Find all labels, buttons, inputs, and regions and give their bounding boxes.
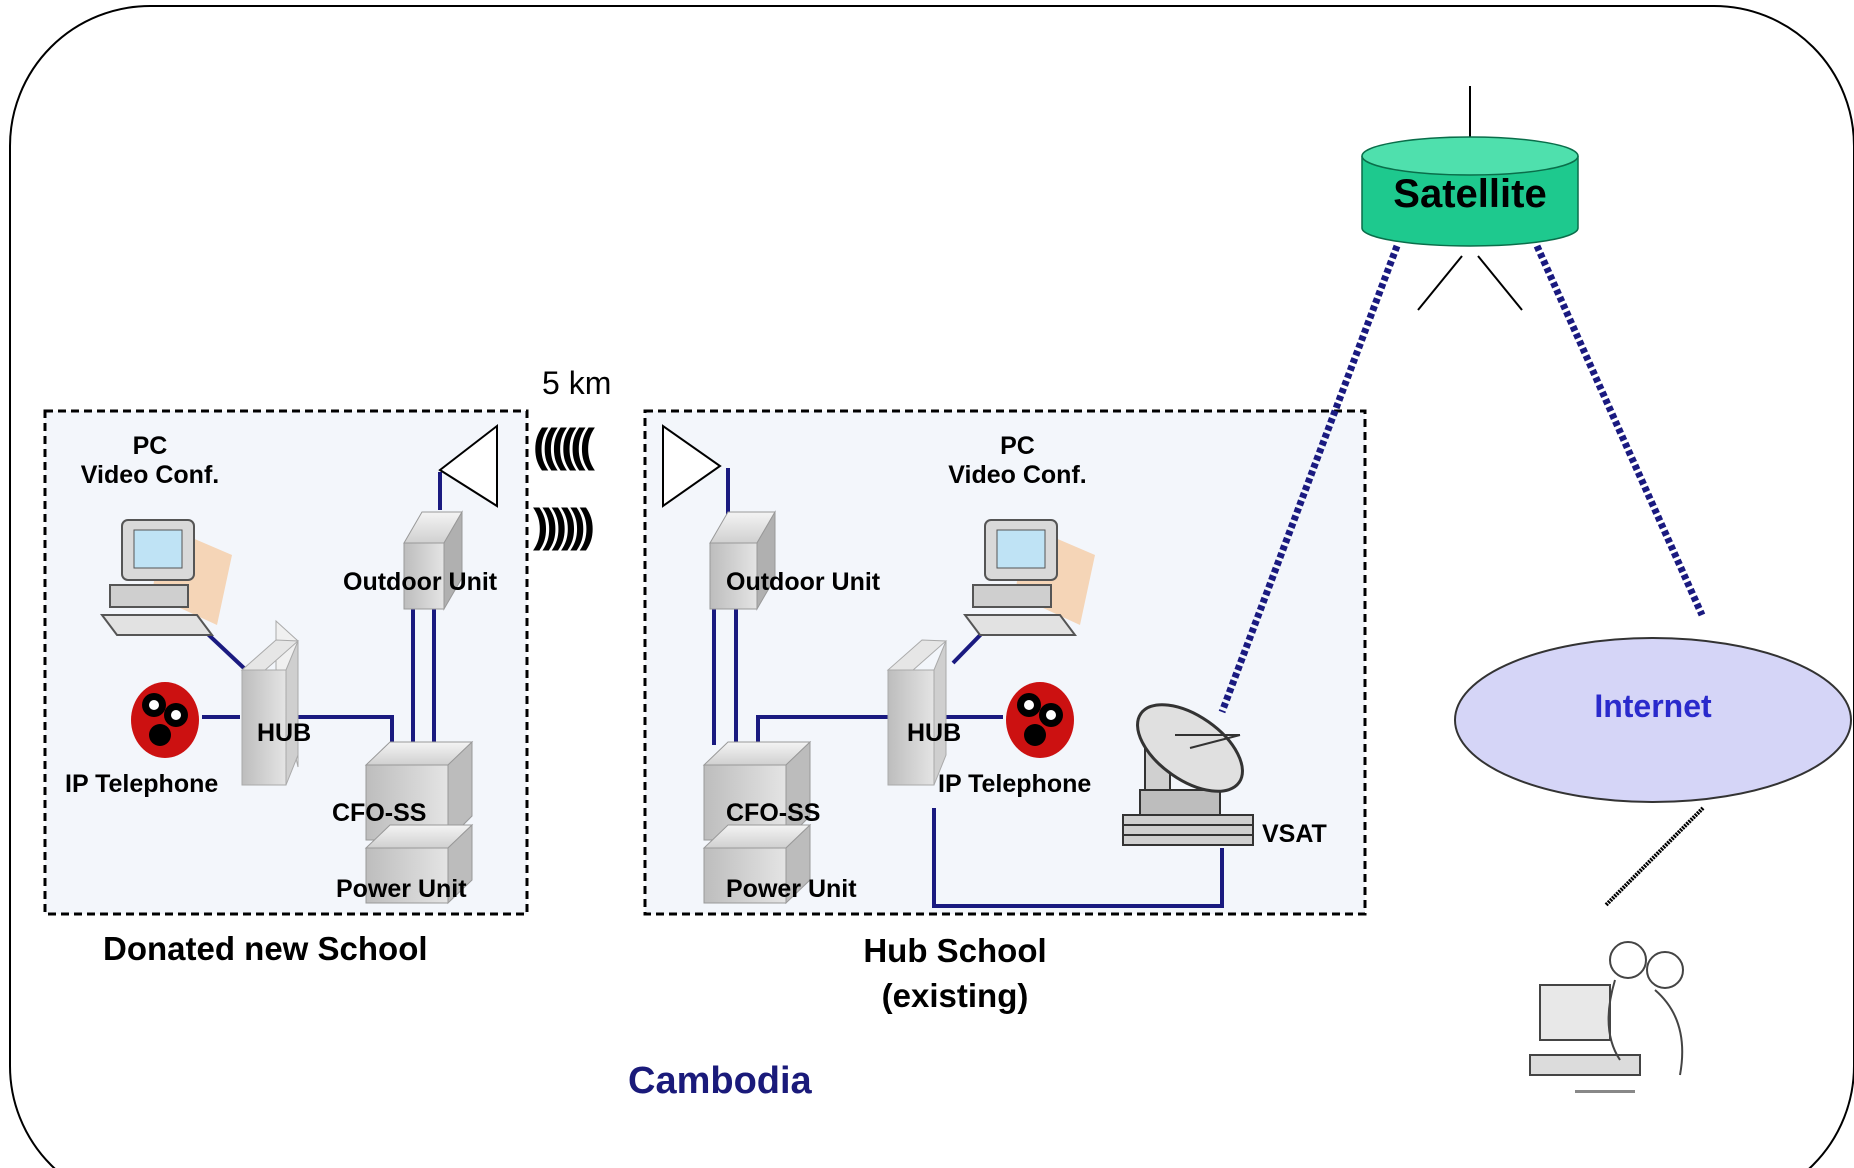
hub-device-icon: [886, 639, 948, 786]
power-unit-icon: [364, 823, 474, 905]
donated-ip-telephone-label: IP Telephone: [65, 770, 219, 798]
hub-school-title: Hub School (existing): [863, 932, 1047, 1014]
distance-label: 5 km: [542, 365, 612, 401]
internet-label: Internet: [1594, 688, 1712, 724]
donated-power-unit-label: Power Unit: [336, 875, 467, 903]
hub-device-icon: [240, 619, 300, 786]
ip-telephone-icon: [131, 682, 199, 758]
power-unit-icon: [702, 823, 812, 905]
hub-cfo-ss-label: CFO-SS: [726, 799, 821, 827]
satellite-icon: [1361, 86, 1579, 311]
satellite-label: Satellite: [1393, 172, 1547, 216]
pc-video-conf-icon: [963, 519, 1095, 636]
hub-power-unit-label: Power Unit: [726, 875, 857, 903]
donated-pc-label: PC Video Conf.: [80, 432, 220, 489]
outdoor-unit-icon: [403, 510, 463, 611]
region-label: Cambodia: [628, 1060, 812, 1102]
ip-telephone-icon: [1006, 682, 1074, 758]
vsat-label: VSAT: [1262, 820, 1327, 848]
remote-users-icon: [1512, 935, 1697, 1095]
outdoor-unit-icon: [709, 510, 776, 611]
hub-ip-telephone-label: IP Telephone: [938, 770, 1092, 798]
donated-outdoor-unit-label: Outdoor Unit: [343, 568, 498, 596]
hub-pc-label: PC Video Conf.: [948, 432, 1087, 489]
donated-hub-label: HUB: [257, 719, 312, 747]
internet-to-users-link: [1604, 806, 1705, 907]
hub-hub-label: HUB: [907, 719, 962, 747]
satellite-links: [1218, 244, 1706, 714]
slide-frame: [9, 5, 1854, 1168]
hub-outdoor-unit-label: Outdoor Unit: [726, 568, 881, 596]
donated-school-title: Donated new School: [103, 930, 428, 967]
pc-video-conf-icon: [100, 519, 232, 636]
wave-right-label: )))))): [533, 499, 595, 551]
donated-cfo-ss-label: CFO-SS: [332, 799, 427, 827]
antenna-icon: [438, 423, 498, 508]
wave-left-label: ((((((: [533, 419, 595, 471]
hub-school-wiring: [712, 468, 1224, 908]
antenna-icon: [662, 424, 722, 508]
vsat-dish-icon: [1122, 703, 1254, 846]
internet-cloud-icon: [1454, 637, 1852, 803]
